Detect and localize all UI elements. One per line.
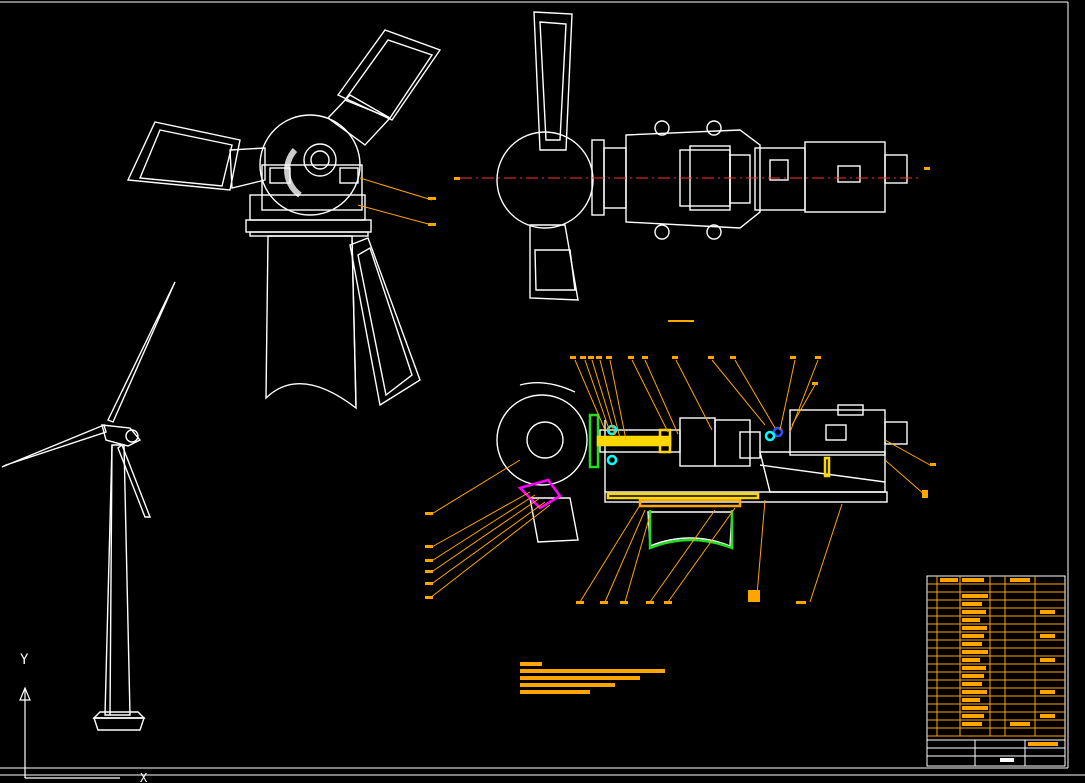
technical-notes-block	[520, 662, 665, 694]
rotor-front-view	[126, 29, 442, 410]
ucs-y-label: Y	[20, 652, 29, 668]
parts-list-title-block	[926, 575, 1066, 767]
turbine-overall-view	[1, 281, 176, 731]
nacelle-top-view	[496, 11, 908, 301]
ucs-x-label: X	[140, 771, 148, 783]
leader-marks-top	[454, 167, 930, 322]
nacelle-section-view	[496, 382, 908, 548]
leader-lines-section	[429, 359, 931, 603]
section-highlights	[517, 413, 831, 550]
ucs-icon	[19, 686, 120, 779]
leader-lines-front	[357, 177, 436, 226]
leader-tags-section	[425, 356, 936, 604]
